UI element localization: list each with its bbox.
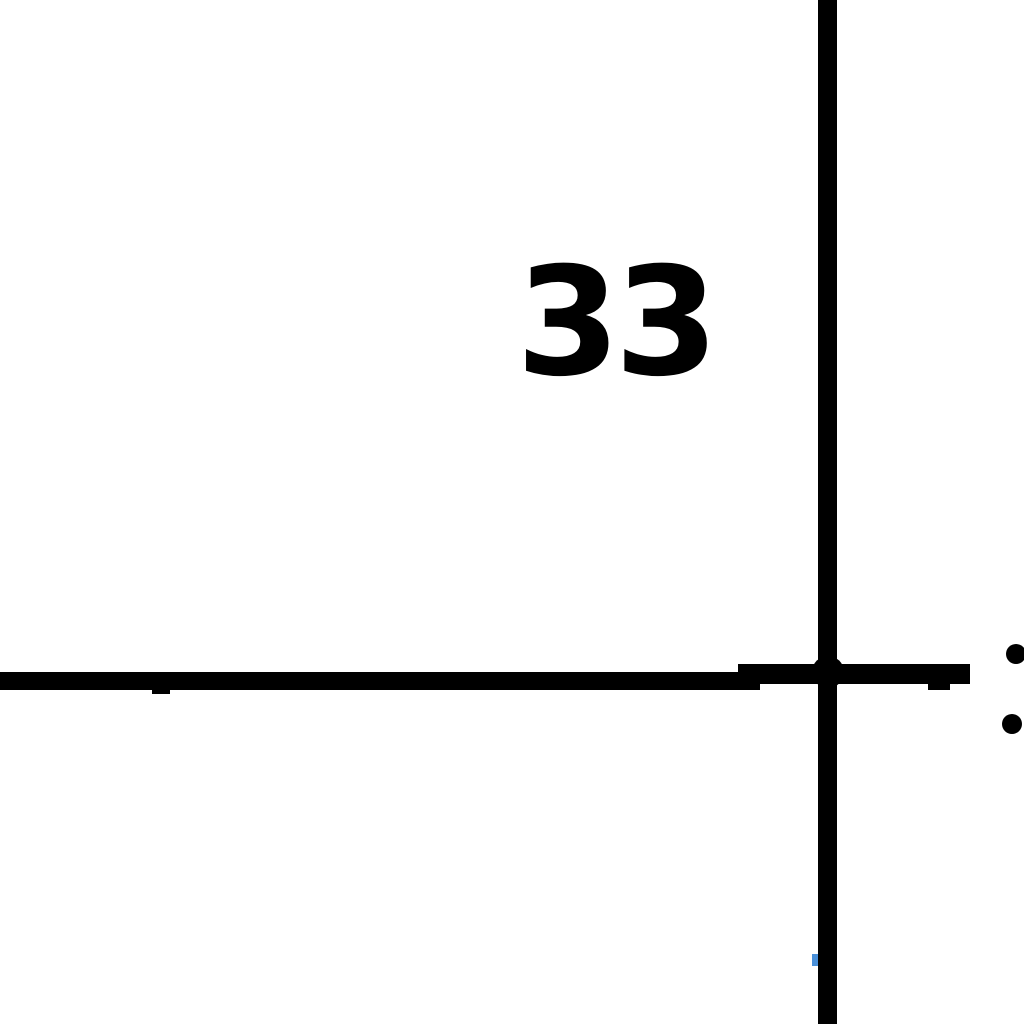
vertical-gridline [818, 0, 837, 1024]
edge-glyph-dot-bottom [1002, 714, 1022, 734]
blue-marker [812, 954, 818, 966]
tick-mark-right [928, 684, 950, 690]
horizontal-gridline-right [738, 664, 970, 684]
horizontal-gridline [0, 672, 760, 690]
edge-glyph-dot-top [1006, 644, 1024, 664]
cell-number-label: 33 [516, 236, 719, 410]
tick-mark [152, 688, 170, 694]
intersection-node [812, 656, 844, 688]
